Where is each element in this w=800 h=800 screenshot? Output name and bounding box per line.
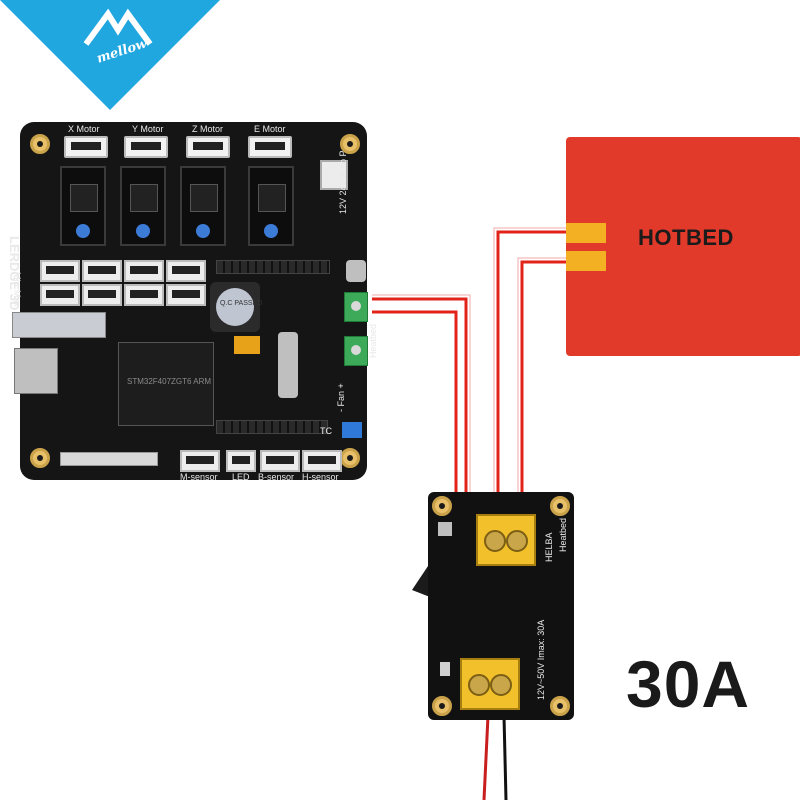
endstop-connector xyxy=(166,284,206,306)
output-wire-red xyxy=(482,715,490,800)
led-connector xyxy=(226,450,256,472)
hotbed-label: HOTBED xyxy=(638,225,734,250)
mosfet-top-label: Heatbed xyxy=(558,517,568,552)
heatbed-terminal xyxy=(344,336,368,366)
h-sensor-connector xyxy=(302,450,342,472)
endstop-connector xyxy=(82,260,122,282)
e-motor-connector xyxy=(248,136,292,158)
mount-hole xyxy=(432,696,452,716)
stepper-driver xyxy=(60,166,106,246)
sd-card-slot xyxy=(14,348,58,394)
wire-mosfet-to-hotbed-2 xyxy=(520,260,566,492)
z-motor-connector xyxy=(186,136,230,158)
output-wire-black xyxy=(502,715,508,800)
mount-hole xyxy=(550,496,570,516)
stepper-driver xyxy=(248,166,294,246)
mellow-logo: mellow xyxy=(0,0,220,110)
y-motor-connector xyxy=(124,136,168,158)
tc-label: TC xyxy=(320,426,332,436)
stepper-driver xyxy=(120,166,166,246)
output-terminal-block xyxy=(460,658,520,710)
capacitor xyxy=(346,260,366,282)
endstop-connector xyxy=(166,260,206,282)
wire-board-to-mosfet-1 xyxy=(372,297,468,492)
endstop-connector xyxy=(40,284,80,306)
smd-component xyxy=(440,662,450,676)
smd-component xyxy=(438,522,452,536)
inductor: Q.C PASSED xyxy=(210,282,263,332)
expansion-header xyxy=(216,260,330,274)
usb-port xyxy=(12,312,106,338)
current-rating-label: 30A xyxy=(626,647,751,721)
hotbed-pad-positive xyxy=(566,223,606,243)
capacitor xyxy=(278,358,298,398)
endstop-connector xyxy=(82,284,122,306)
wire-board-to-mosfet-2 xyxy=(372,310,458,492)
wire-mosfet-to-hotbed-1 xyxy=(496,230,566,492)
hotbed: HOTBED xyxy=(566,137,800,356)
endstop-connector xyxy=(124,284,164,306)
stepper-driver xyxy=(180,166,226,246)
mount-hole xyxy=(550,696,570,716)
power-connector xyxy=(320,160,348,190)
hotbed-pad-negative xyxy=(566,251,606,271)
cpu-chip: STM32F407ZGT6 ARM xyxy=(118,342,214,426)
motor-label-z: Z Motor xyxy=(192,124,224,134)
cpu-label: STM32F407ZGT6 ARM xyxy=(127,377,212,386)
thermocouple-connector xyxy=(342,422,362,438)
endstop-connector xyxy=(40,260,80,282)
input-terminal-block xyxy=(476,514,536,566)
mosfet-brand-label: HELBA xyxy=(544,532,554,562)
motor-label-y: Y Motor xyxy=(132,124,164,134)
endstop-connector xyxy=(124,260,164,282)
mosfet-module: Heatbed HELBA 12V~50V Imax: 30A xyxy=(428,492,574,720)
h-sensor-label: H-sensor xyxy=(302,472,339,482)
b-sensor-connector xyxy=(260,450,300,472)
expansion-header xyxy=(216,420,328,434)
mount-hole xyxy=(30,134,50,154)
heatbed-terminal xyxy=(344,292,368,322)
mosfet-spec-label: 12V~50V Imax: 30A xyxy=(536,619,546,700)
capacitor xyxy=(234,336,260,354)
led-label: LED xyxy=(232,472,250,482)
motor-label-x: X Motor xyxy=(68,124,100,134)
x-motor-connector xyxy=(64,136,108,158)
motor-label-e: E Motor xyxy=(254,124,286,134)
m-sensor-label: M-sensor xyxy=(180,472,218,482)
m-sensor-connector xyxy=(180,450,220,472)
mount-hole xyxy=(432,496,452,516)
qc-label: Q.C PASSED xyxy=(220,300,263,307)
controller-board: X Motor Y Motor Z Motor E Motor 12V 24V … xyxy=(7,122,378,482)
mount-hole xyxy=(340,134,360,154)
mount-hole xyxy=(30,448,50,468)
b-sensor-label: B-sensor xyxy=(258,472,295,482)
ribbon-connector xyxy=(60,452,158,466)
